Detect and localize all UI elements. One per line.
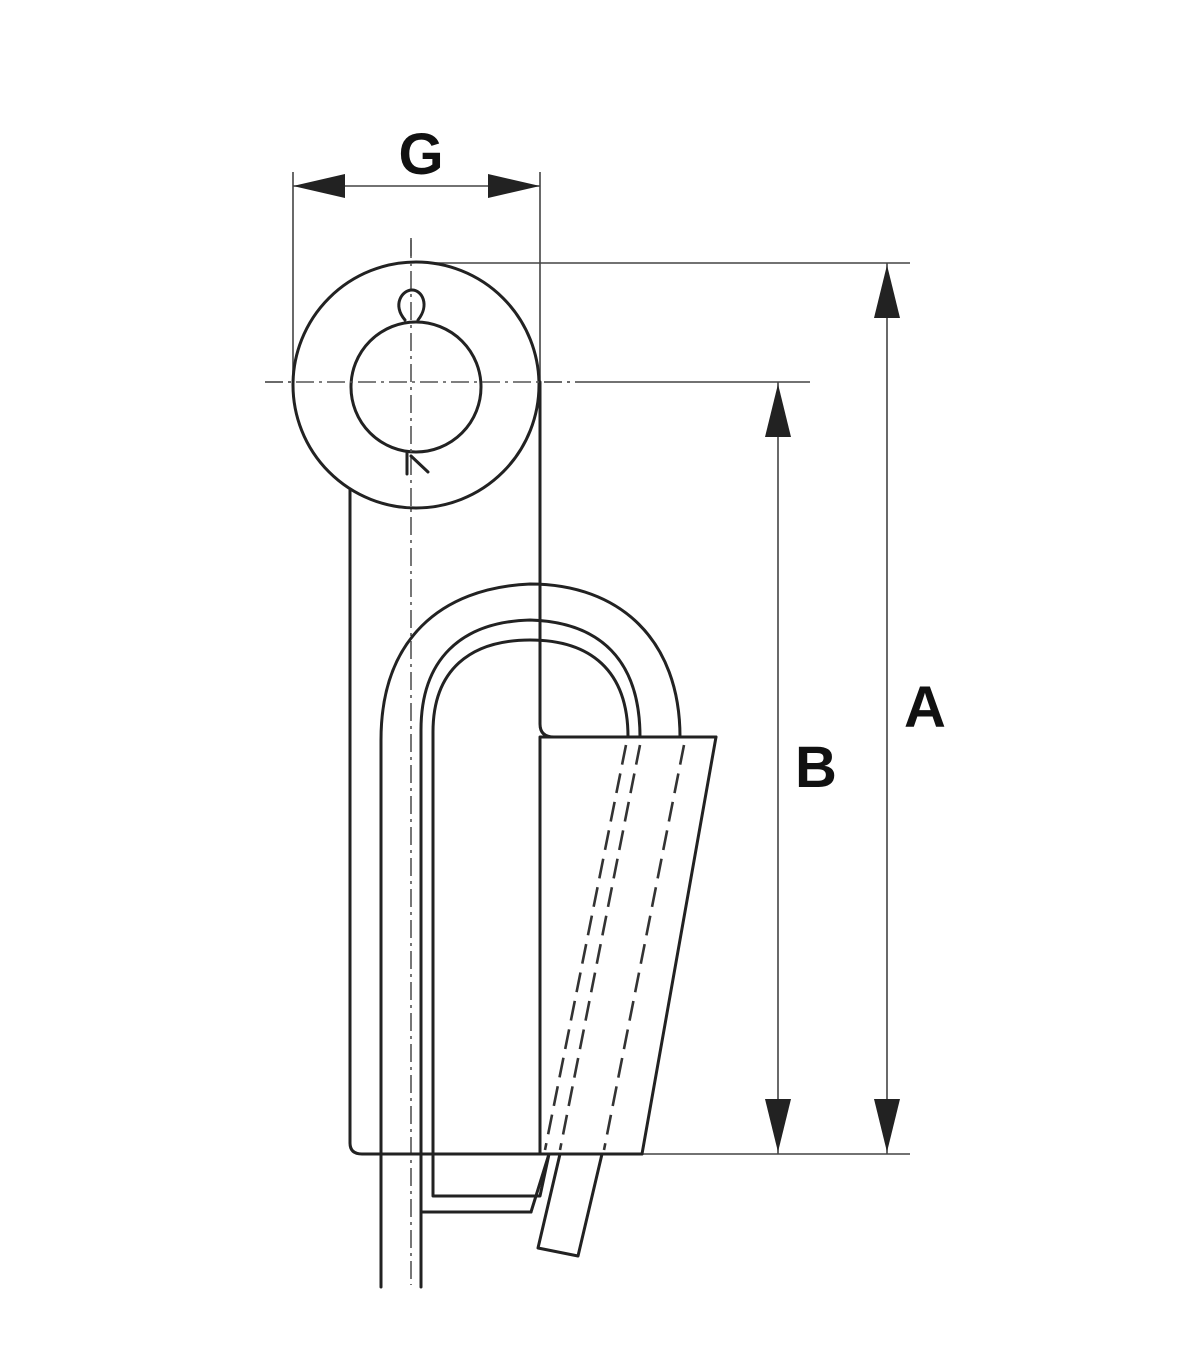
a-arrow-bottom [874,1099,900,1152]
body-right-edge [538,380,718,739]
thimble-inner [431,638,630,1156]
rope-tail [536,1152,604,1258]
g-arrow-right [488,174,540,198]
b-arrow-bottom [765,1099,791,1152]
socket-cone [538,735,718,1156]
b-label: B [795,735,837,800]
a-arrow-top [874,265,900,318]
thimble-middle [419,618,642,1156]
rope-loop-bottom [431,1152,551,1198]
hidden-line-1 [543,744,628,1151]
rope-tail-inner [529,1152,551,1214]
g-label: G [398,122,443,187]
cotter-pin-tail [405,450,430,476]
a-label: A [904,675,946,740]
eye-pin-hole [349,320,483,454]
hidden-line-2 [558,744,642,1151]
wire-rope [379,1152,604,1289]
hidden-line-3 [602,744,686,1151]
dimension-g: G [292,122,541,384]
body-left-edge [348,488,644,1156]
cotter-pin-head [397,288,426,322]
g-arrow-left [293,174,345,198]
b-arrow-top [765,384,791,437]
dimension-b: B [575,381,837,1154]
eye-ring [265,240,575,510]
cone-outline [538,735,718,1156]
thimble-outer [379,582,682,1156]
eye-outer-circle [291,260,541,510]
thimble [379,582,682,1156]
dimension-a: A [418,262,946,1155]
